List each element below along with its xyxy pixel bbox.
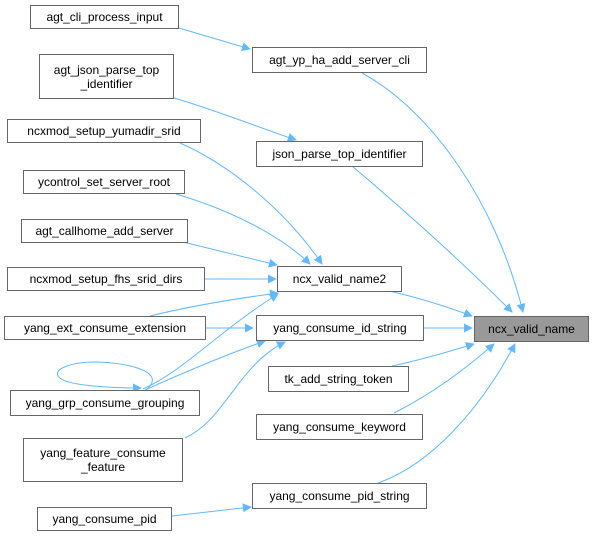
edge-agt-cli-process-input-to-agt-yp-ha-add-server-cli [178, 27, 251, 52]
edge-ycontrol-set-server-root-to-ncx-valid-name2 [175, 193, 311, 265]
node-agt-cli-process-input[interactable]: agt_cli_process_input [30, 5, 179, 29]
node-tk-add-string-token[interactable]: tk_add_string_token [268, 366, 409, 392]
node-ncxmod-setup-yumadir-srid[interactable]: ncxmod_setup_yumadir_srid [7, 119, 201, 143]
edge-json-parse-top-identifier-to-ncx-valid-name [351, 165, 513, 313]
node-agt-json-parse-top-identifier[interactable]: agt_json_parse_top _identifier [39, 54, 174, 99]
node-ncx-valid-name: ncx_valid_name [474, 316, 589, 342]
node-yang-consume-pid-string[interactable]: yang_consume_pid_string [252, 483, 427, 509]
node-agt-callhome-add-server[interactable]: agt_callhome_add_server [21, 219, 188, 243]
edge-agt-callhome-add-server-to-ncx-valid-name2 [182, 241, 278, 268]
node-agt-yp-ha-add-server-cli[interactable]: agt_yp_ha_add_server_cli [252, 47, 427, 73]
node-yang-consume-id-string[interactable]: yang_consume_id_string [256, 315, 424, 341]
node-yang-feature-consume-feature[interactable]: yang_feature_consume _feature [23, 438, 183, 482]
edge-agt-json-parse-top-identifier-to-json-parse-top-identifier [173, 97, 297, 142]
edge-yang-grp-consume-grouping-to-yang-consume-id-string [144, 339, 266, 391]
node-yang-consume-pid[interactable]: yang_consume_pid [37, 507, 172, 531]
node-ycontrol-set-server-root[interactable]: ycontrol_set_server_root [23, 170, 185, 194]
edge-agt-yp-ha-add-server-cli-to-ncx-valid-name [361, 72, 526, 313]
node-ncx-valid-name2[interactable]: ncx_valid_name2 [277, 266, 402, 292]
edge-yang-grp-consume-grouping-self-loop [57, 361, 153, 393]
edge-ncx-valid-name2-to-ncx-valid-name [388, 290, 473, 318]
edge-yang-consume-pid-to-yang-consume-pid-string [171, 503, 252, 517]
edge-yang-feature-consume-feature-to-yang-consume-id-string [184, 341, 286, 439]
node-yang-consume-keyword[interactable]: yang_consume_keyword [256, 414, 423, 440]
edge-yang-consume-pid-string-to-ncx-valid-name [377, 343, 516, 484]
node-yang-ext-consume-extension[interactable]: yang_ext_consume_extension [4, 316, 206, 340]
edge-yang-consume-keyword-to-ncx-valid-name [393, 343, 495, 414]
node-ncxmod-setup-fhs-srid-dirs[interactable]: ncxmod_setup_fhs_srid_dirs [7, 267, 205, 291]
edge-tk-add-string-token-to-ncx-valid-name [391, 342, 475, 367]
node-json-parse-top-identifier[interactable]: json_parse_top_identifier [256, 141, 423, 167]
edge-yang-grp-consume-grouping-to-ncx-valid-name2 [142, 293, 279, 390]
edge-yang-ext-consume-extension-to-ncx-valid-name2 [149, 289, 279, 317]
node-yang-grp-consume-grouping[interactable]: yang_grp_consume_grouping [10, 390, 200, 416]
edge-ncxmod-setup-yumadir-srid-to-ncx-valid-name2 [179, 142, 323, 265]
